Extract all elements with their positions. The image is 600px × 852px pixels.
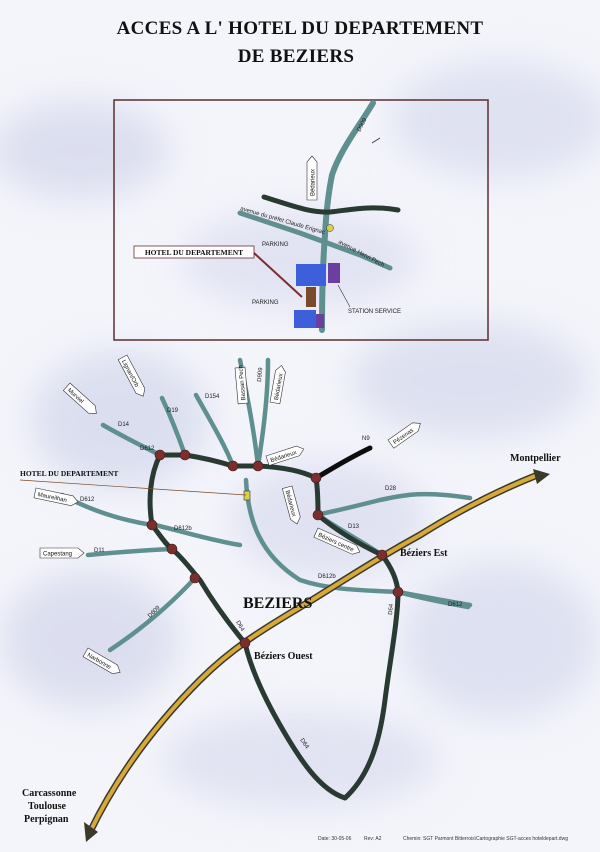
road-n9 xyxy=(313,445,373,481)
inset-sign-bedarieux: Bédarieux xyxy=(306,155,318,201)
junction-nodes xyxy=(146,449,404,649)
road-label-n9: N9 xyxy=(362,436,370,442)
inset-frame xyxy=(113,99,489,341)
road-d612b-link xyxy=(152,522,243,548)
label-toulouse: Toulouse xyxy=(28,801,67,812)
arrow-montpellier-icon xyxy=(533,469,550,484)
sign-bassan-pech: Bassan Pech xyxy=(234,365,249,405)
inset-road-d909 xyxy=(319,100,376,333)
inset-parking-top-building xyxy=(296,264,326,286)
road-label-d11: D11 xyxy=(94,548,105,554)
inset-d909-label: D909 xyxy=(356,117,368,133)
ring-north xyxy=(157,452,385,558)
label-beziers-est: Béziers Est xyxy=(400,548,448,559)
road-label-d909: D909 xyxy=(257,367,264,382)
inset-parking-top-label: PARKING xyxy=(262,242,289,248)
inset-dark-road xyxy=(261,194,401,215)
svg-text:Bassan Pech: Bassan Pech xyxy=(238,365,247,401)
road-d612-e xyxy=(395,589,471,610)
inset-hotel-label: HOTEL DU DEPARTEMENT xyxy=(145,248,243,257)
road-label-d612b: D612b xyxy=(174,526,192,532)
svg-text:Capestang: Capestang xyxy=(43,552,72,558)
svg-text:Bédarieux: Bédarieux xyxy=(274,373,285,401)
map-title-line1: ACCES A L' HOTEL DU DEPARTEMENT xyxy=(116,18,484,39)
footer-date: Date: 30-05-06 xyxy=(318,836,352,842)
inset-avenue-pech-label: avenue Henri Pech xyxy=(337,239,385,268)
inset-station-label: STATION SERVICE xyxy=(348,309,401,315)
road-label-d154: D154 xyxy=(205,394,220,400)
inset-avenue xyxy=(237,210,393,271)
road-label-d14: D14 xyxy=(118,422,130,428)
inset-hotel-label-box xyxy=(133,245,255,259)
main-map: HOTEL DU DEPARTEMENT BEZIERS Béziers Est… xyxy=(19,354,561,842)
road-d909 xyxy=(255,357,271,469)
label-beziers-ouest: Béziers Ouest xyxy=(254,651,313,662)
sign-capestang: Capestang xyxy=(39,547,85,559)
inset-parking-bottom-building xyxy=(294,310,316,328)
map-title-line2: DE BEZIERS xyxy=(237,46,355,67)
footer-path: Chemin: SGT Parmont Bitterrois\Cartograp… xyxy=(403,836,568,842)
hotel-marker-icon xyxy=(243,490,251,501)
sign-bedarieux-side: Bédarieux xyxy=(281,485,301,525)
road-label-d64-s: D64 xyxy=(234,620,245,633)
inset-hotel-building xyxy=(306,287,316,307)
road-label-d612-w: D612 xyxy=(80,497,95,503)
road-label-d64-ss: D64 xyxy=(298,738,310,751)
road-label-d19: D19 xyxy=(167,408,179,414)
road-label-d612-nw: D612 xyxy=(140,446,155,452)
sign-pezenas: Pézenas xyxy=(387,422,421,449)
inset-traffic-light-icon xyxy=(326,224,334,232)
road-d19 xyxy=(159,395,188,458)
label-montpellier: Montpellier xyxy=(510,453,561,464)
road-label-d28: D28 xyxy=(385,486,397,492)
city-label-beziers: BEZIERS xyxy=(243,595,312,612)
road-label-d64: D64 xyxy=(388,603,395,615)
sign-murviel: Murviel xyxy=(62,382,97,414)
main-hotel-label: HOTEL DU DEPARTEMENT xyxy=(20,469,118,478)
road-d609 xyxy=(107,575,198,653)
road-label-d612-e: D612 xyxy=(448,602,463,608)
label-carcassonne: Carcassonne xyxy=(22,788,77,799)
inset-station-building xyxy=(328,263,340,283)
road-label-d612b-s: D612b xyxy=(318,574,336,580)
highway-a9 xyxy=(88,474,537,834)
road-d154 xyxy=(193,392,236,469)
sign-lignan: Lignan/Orb xyxy=(117,354,146,397)
footer-rev: Rev: A2 xyxy=(364,836,382,842)
footer: Date: 30-05-06 Rev: A2 Chemin: SGT Parmo… xyxy=(318,836,568,842)
svg-text:Bédarieux: Bédarieux xyxy=(311,169,317,196)
road-d14 xyxy=(100,422,163,458)
inset-map: HOTEL DU DEPARTEMENT PARKING PARKING STA… xyxy=(113,99,489,341)
sign-narbonne: Narbonne xyxy=(82,647,121,674)
arrow-southwest-icon xyxy=(84,822,98,842)
sign-bedarieux-mid: Bédarieux xyxy=(265,445,305,466)
road-label-d13: D13 xyxy=(348,524,360,530)
sign-bedarieux-top: Bédarieux xyxy=(269,364,286,405)
label-perpignan: Perpignan xyxy=(24,814,69,825)
road-d28 xyxy=(313,491,473,518)
sign-maureilhan: Maureilhan xyxy=(33,487,79,506)
inset-parking-bottom-label: PARKING xyxy=(252,300,279,306)
road-d11 xyxy=(85,546,175,558)
